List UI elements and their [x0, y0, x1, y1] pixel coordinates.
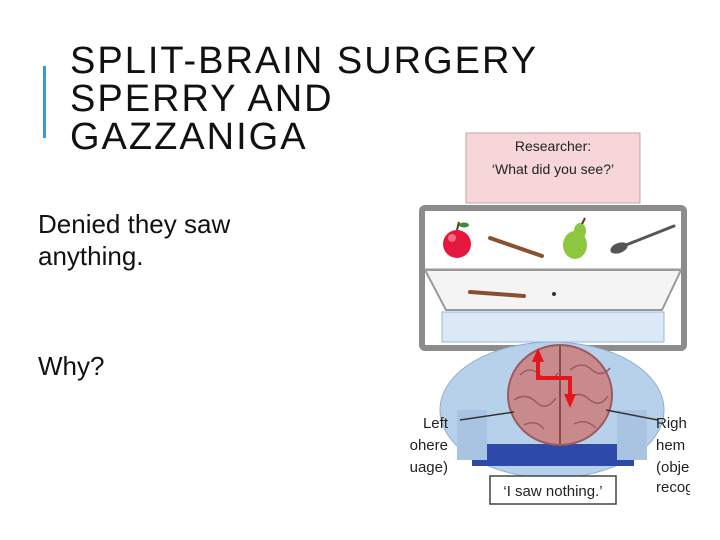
left-label-line — [459, 411, 515, 421]
left-hemisphere-label: Left ohere uage) — [410, 415, 449, 476]
right-label-line-4: recog — [656, 479, 692, 496]
body-line-1: Denied they saw — [38, 209, 231, 239]
title-accent-bar — [43, 66, 46, 138]
right-hemisphere-label: Righ hem (obje recog — [656, 415, 692, 496]
left-label-line-2: ohere — [410, 437, 448, 454]
left-label-line-1: Left — [423, 415, 449, 432]
pencil-lower-icon — [468, 290, 526, 298]
researcher-question: ‘What did you see?’ — [492, 161, 614, 177]
pencil-icon — [488, 236, 544, 258]
signal-arrow-icon — [532, 348, 576, 408]
pear-icon — [563, 217, 587, 259]
display-screen — [419, 205, 687, 351]
right-label-line-2: hem — [656, 437, 685, 454]
left-label-line-3: uage) — [410, 459, 448, 476]
body-line-2: anything. — [38, 241, 144, 271]
right-label-line-3: (obje — [656, 459, 689, 476]
split-brain-illustration: Researcher: ‘What did you see?’ — [402, 130, 692, 510]
spoon-icon — [610, 224, 676, 254]
body-line-3: Why? — [38, 351, 105, 381]
brain-icon — [507, 344, 613, 446]
title-line-3: GAZZANIGA — [70, 116, 308, 158]
researcher-speech-box: Researcher: ‘What did you see?’ — [465, 132, 641, 204]
right-label-line — [605, 409, 659, 421]
apple-icon — [443, 221, 471, 258]
right-label-line-1: Righ — [656, 415, 687, 432]
patient-reply: ‘I saw nothing.’ — [503, 483, 602, 500]
patient-reply-box: ‘I saw nothing.’ — [489, 475, 617, 505]
researcher-label: Researcher: — [515, 138, 591, 154]
slide-title: SPLIT-BRAIN SURGERY SPERRY AND GAZZANIGA — [70, 42, 630, 156]
title-line-1: SPLIT-BRAIN SURGERY — [70, 40, 539, 82]
slide-body: Denied they saw anything. Why? — [38, 208, 318, 382]
fixation-dot — [552, 292, 556, 296]
title-line-2: SPERRY AND — [70, 78, 334, 120]
